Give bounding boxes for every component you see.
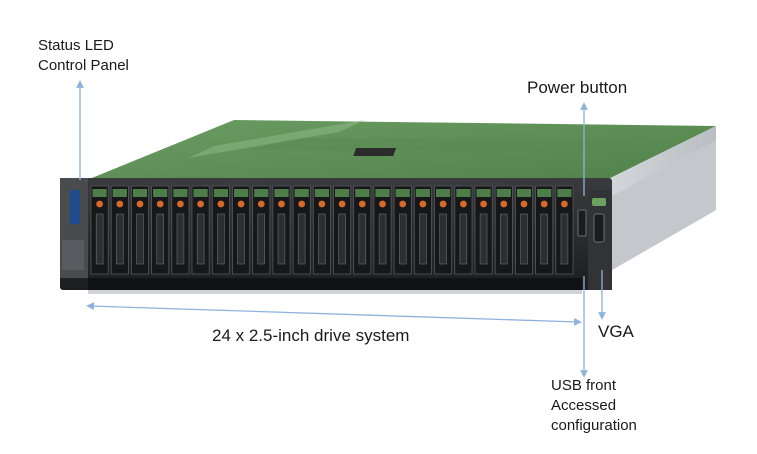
drive-led	[500, 200, 508, 208]
power-button-led	[592, 198, 606, 206]
drive-bay	[515, 185, 534, 275]
drive-led	[480, 200, 487, 208]
drive-bay	[373, 185, 392, 275]
chassis-side-shade	[612, 140, 716, 270]
drive-bay	[252, 185, 271, 275]
drive-bay	[292, 185, 311, 275]
chassis-top	[82, 120, 716, 190]
drive-led	[278, 200, 285, 208]
drive-bay	[191, 185, 210, 275]
power-button-label: Power button	[527, 78, 628, 97]
drive-led	[177, 200, 184, 208]
drive-bay	[434, 185, 453, 275]
drive-led	[96, 200, 103, 208]
drive-system-label: 24 x 2.5-inch drive system	[212, 326, 410, 345]
lid-logo-stripe	[188, 120, 365, 158]
drive-bay	[232, 185, 251, 275]
drive-led	[460, 200, 467, 208]
drive-bay	[474, 185, 493, 275]
drive-bay	[151, 185, 170, 275]
drive-led	[318, 200, 326, 208]
drive-bay	[555, 185, 574, 275]
drive-led	[116, 200, 124, 208]
drive-bay	[312, 185, 331, 275]
drive-bay	[90, 185, 109, 275]
usb-label-line2: Accessed	[551, 397, 617, 414]
drive-bays	[90, 185, 574, 275]
drive-bay	[171, 185, 190, 275]
usb-label-line1: USB front	[551, 377, 617, 394]
drive-bay	[413, 185, 432, 275]
usb-label-line3: configuration	[551, 417, 637, 434]
callout-drive-span	[86, 302, 582, 326]
drive-led	[257, 200, 265, 208]
drive-led	[298, 200, 306, 208]
drive-bay	[130, 185, 149, 275]
drive-bay	[494, 185, 513, 275]
drive-led	[399, 200, 407, 208]
lid-front-bevel	[250, 138, 640, 152]
drive-led	[419, 200, 427, 208]
drive-bay	[211, 185, 230, 275]
lid-latch	[353, 148, 397, 156]
left-ear-handle	[62, 240, 84, 270]
drive-led	[520, 200, 528, 208]
vga-label: VGA	[598, 322, 634, 341]
drive-led	[540, 200, 548, 208]
drive-bay	[454, 185, 473, 275]
drive-led	[237, 200, 245, 208]
drive-bay	[272, 185, 291, 275]
drive-bay	[333, 185, 352, 275]
drive-bay	[535, 185, 554, 275]
drive-bay	[353, 185, 372, 275]
drive-led	[358, 200, 366, 208]
drive-led	[338, 200, 346, 208]
drive-led	[136, 200, 144, 208]
drive-led	[379, 200, 386, 208]
usb-port	[577, 209, 587, 237]
drive-bay	[110, 185, 129, 275]
status-led-panel	[70, 190, 80, 224]
bezel-bottom-lip	[88, 278, 582, 290]
drive-led	[156, 200, 164, 208]
drive-led	[217, 200, 225, 208]
bezel-base	[88, 290, 582, 294]
status-led-label-line2: Control Panel	[38, 57, 129, 74]
drive-led	[439, 200, 447, 208]
status-led-label-line1: Status LED	[38, 37, 114, 54]
drive-led	[561, 200, 568, 208]
drive-bay	[393, 185, 412, 275]
drive-led	[197, 200, 205, 208]
vga-port	[593, 213, 605, 243]
